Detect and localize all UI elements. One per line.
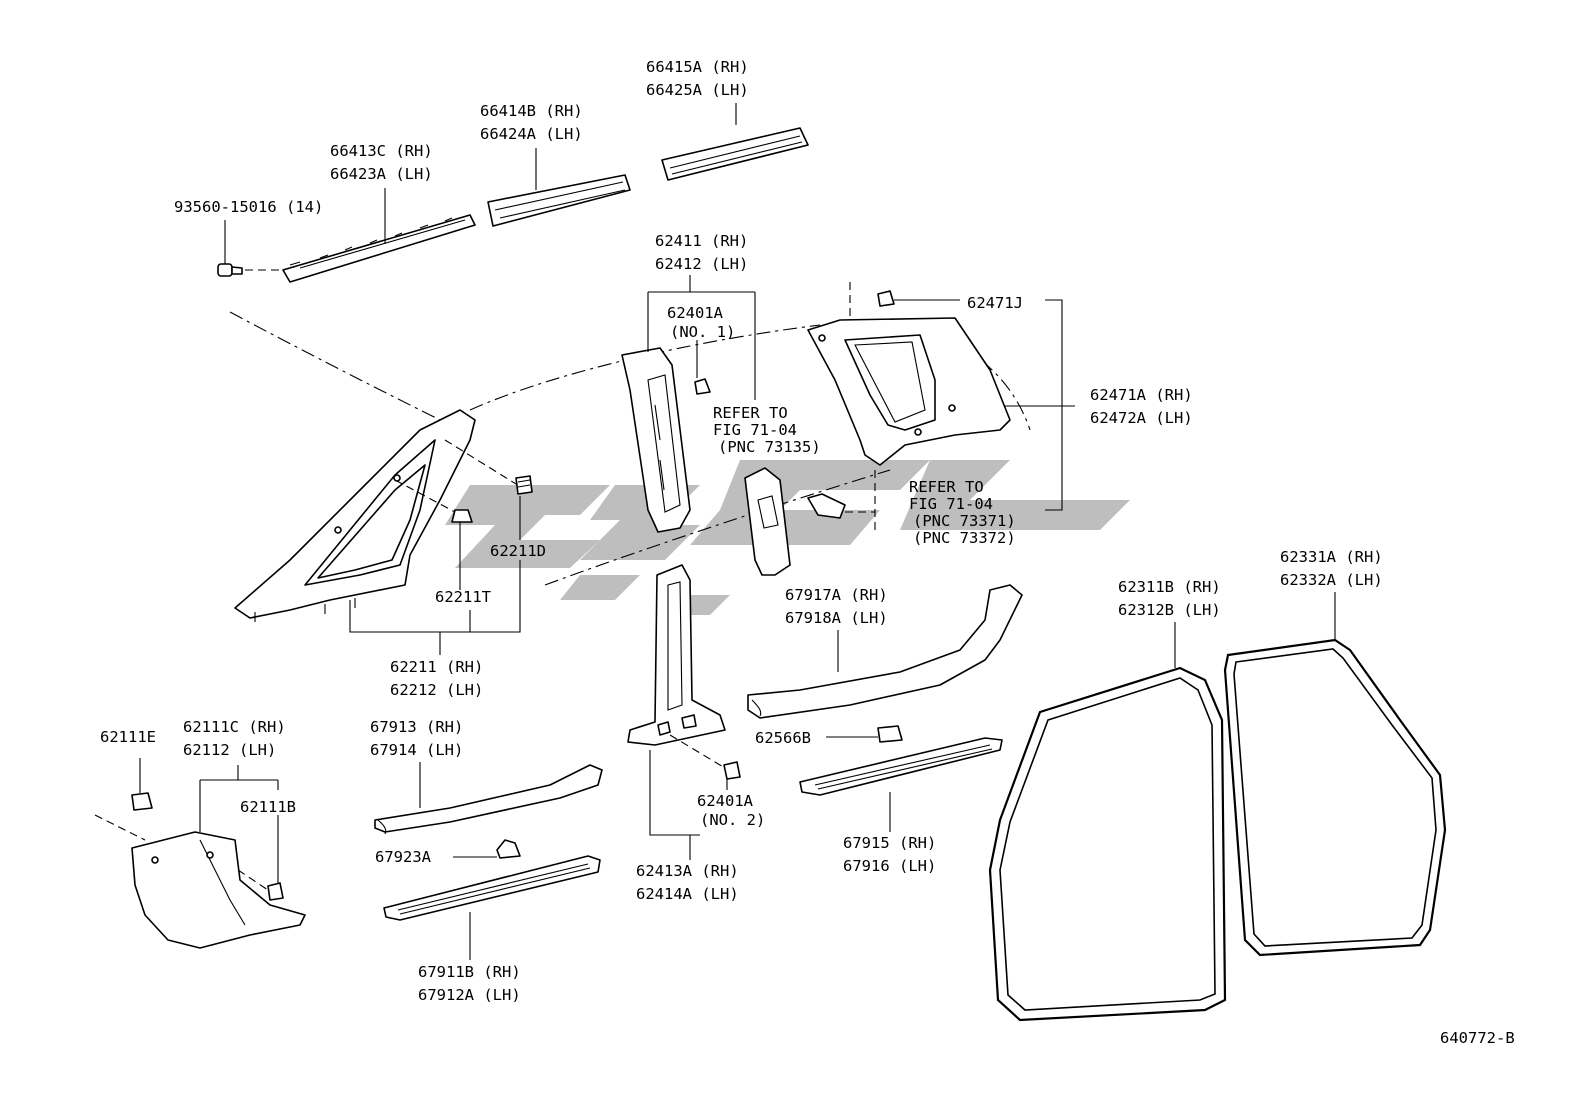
center-pillar-lower-62413 (627, 564, 726, 746)
clip-62566b (877, 725, 903, 743)
label-62471a: 62471A (RH)62472A (LH) (1090, 386, 1193, 427)
roof-rail-66415 (661, 127, 809, 181)
rear-scuff-67917 (747, 584, 1023, 719)
leader-lines (139, 103, 1336, 960)
bracket-73371 (807, 493, 875, 519)
clip-62401a-no1 (694, 378, 711, 395)
label-62411: 62411 (RH)62412 (LH) (655, 232, 748, 273)
center-pillar-upper-62411 (621, 347, 691, 533)
front-scuff-67913 (374, 764, 603, 835)
label-62413a: 62413A (RH)62414A (LH) (636, 862, 739, 903)
label-67913: 67913 (RH)67914 (LH) (370, 718, 463, 759)
rear-sill-plate-67915 (799, 737, 1003, 796)
label-66414b: 66414B (RH)66424A (LH) (480, 102, 583, 143)
clip-62471j (877, 290, 895, 307)
label-66413c: 66413C (RH)66423A (LH) (330, 142, 433, 183)
label-67923a: 67923A (375, 848, 432, 866)
label-93560: 93560-15016 (14) (174, 198, 323, 216)
seat-belt-cover-73135 (744, 467, 791, 576)
clip-67923a (496, 839, 521, 859)
label-66415a: 66415A (RH)66425A (LH) (646, 58, 749, 99)
label-62211: 62211 (RH)62212 (LH) (390, 658, 483, 699)
front-sill-plate-67911 (383, 855, 601, 921)
quarter-pillar-62471a (807, 317, 1011, 466)
clip-62111b (237, 869, 284, 901)
front-pillar-62211 (234, 409, 476, 622)
clip-62401a-no2 (669, 734, 741, 780)
front-door-weatherstrip-62311b (988, 666, 1227, 1022)
clip-62211d (515, 475, 533, 495)
label-67915: 67915 (RH)67916 (LH) (843, 834, 936, 875)
part-labels: 66415A (RH)66425A (LH) 66414B (RH)66424A… (100, 58, 1515, 1047)
label-62311b: 62311B (RH)62312B (LH) (1118, 578, 1221, 619)
label-67911b: 67911B (RH)67912A (LH) (418, 963, 521, 1004)
label-62401a-no1: 62401A(NO. 1) (667, 304, 735, 341)
label-62331a: 62331A (RH)62332A (LH) (1280, 548, 1383, 589)
label-67917a: 67917A (RH)67918A (LH) (785, 586, 888, 627)
label-62111e: 62111E (100, 728, 156, 746)
label-62211d: 62211D (490, 542, 546, 560)
clip-62111e (94, 792, 153, 841)
label-62566b: 62566B (755, 729, 811, 747)
label-62401a-no2: 62401A(NO. 2) (697, 792, 765, 829)
leader-62211-clip (394, 479, 456, 513)
roof-rail-66413 (282, 214, 476, 283)
diagram-id: 640772-B (1440, 1029, 1515, 1047)
label-62471j: 62471J (967, 294, 1023, 312)
label-62111c: 62111C (RH)62112 (LH) (183, 718, 286, 759)
cowl-trim-62111c (131, 831, 306, 949)
label-62211t: 62211T (435, 588, 491, 606)
label-62111b: 62111B (240, 798, 296, 816)
clip-93560 (217, 263, 283, 277)
clip-62211t (451, 509, 473, 523)
leader-62211d-clip (444, 439, 517, 485)
roof-rail-66414 (487, 174, 631, 227)
rear-door-weatherstrip-62331a (1223, 638, 1447, 957)
